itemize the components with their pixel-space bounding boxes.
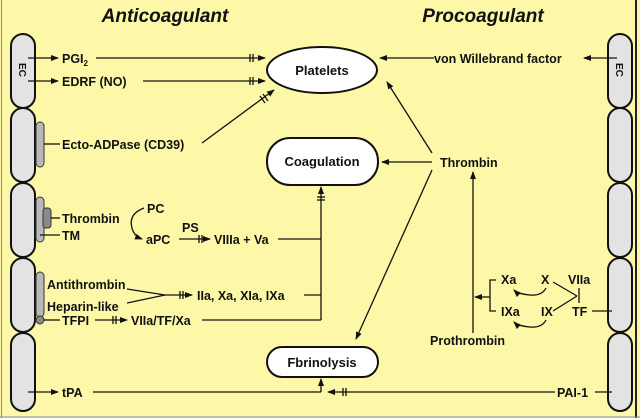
left-ec-label: EC [16,63,27,77]
tfpi-receptor [35,315,45,325]
tm-label: TM [62,229,80,243]
viia-tf-to-x-line [552,281,578,297]
platelets-node [266,46,378,94]
right-cell-4 [607,257,633,333]
left-cell-5 [10,332,36,412]
ix-label: IX [541,305,553,319]
coagulation-inhibit-mark [317,196,325,201]
antithrombin-inhibit-mark [179,291,184,299]
vwf-label: von Willebrand factor [434,52,562,66]
heparin-receptor [35,271,45,318]
pc-label: PC [147,202,164,216]
edrf-inhibit-mark [249,77,254,85]
thrombin-to-platelets-arrow [386,81,433,154]
pgi2-inhibit-mark [249,54,254,62]
tfpi-label: TFPI [62,314,89,328]
coagulation-node [266,137,379,186]
x-label: X [541,273,550,287]
apc-inhibit-mark [198,235,203,243]
prothrombin-label: Prothrombin [430,334,505,348]
left-cell-4 [10,257,36,333]
platelets-label: Platelets [295,63,348,78]
coagulation-label: Coagulation [284,154,359,169]
right-cell-2 [607,107,633,183]
fibrinolysis-node [266,346,379,378]
right-endothelium: EC [607,33,633,412]
antithrombin-merge-line [126,288,166,296]
tfpi-inhibit-mark [112,316,117,324]
apc-label: aPC [146,233,170,247]
anticoagulant-header: Anticoagulant [101,6,229,27]
x-to-xa-curve [513,287,547,298]
pai1-label: PAI-1 [557,386,588,400]
edrf-label: EDRF (NO) [62,75,127,89]
xa-label: Xa [501,273,517,287]
ix-to-ixa-curve [513,319,547,330]
viia-tf-to-ix-line [552,295,578,312]
right-cell-5 [607,332,633,412]
left-cell-3 [10,182,36,258]
tf-label: TF [572,305,588,319]
thrombin-left-label: Thrombin [62,212,120,226]
factors-inhibited-label: IIa, Xa, XIa, IXa [197,289,286,303]
right-ec-label: EC [613,63,624,77]
pai1-inhibit-mark [342,388,347,396]
ecto-adpase-label: Ecto-ADPase (CD39) [62,138,184,152]
ixa-label: IXa [501,305,521,319]
pgi2-label: PGI2 [62,52,89,68]
ps-label: PS [182,221,199,235]
antithrombin-label: Antithrombin [47,278,125,292]
fibrinolysis-label: Fbrinolysis [287,355,356,370]
left-cell-2 [10,107,36,183]
cd39-receptor [35,121,45,168]
procoagulant-header: Procoagulant [422,6,544,27]
viia-tf-xa-label: VIIa/TF/Xa [131,314,192,328]
viia-label: VIIa [568,273,591,287]
heparin-like-label: Heparin-like [47,300,119,314]
thrombin-receptor [42,207,52,229]
thrombin-right-label: Thrombin [440,156,498,170]
viiia-va-label: VIIIa + Va [214,233,270,247]
tpa-label: tPA [62,386,83,400]
pc-to-apc-curve [130,207,145,240]
heparin-merge-line [126,294,166,304]
thrombin-to-fibrinolysis-arrow [355,169,433,340]
ecto-adpase-inhibit-mark [259,93,269,104]
left-endothelium: EC [10,33,52,412]
right-cell-3 [607,182,633,258]
xa-ixa-bracket [489,279,496,312]
